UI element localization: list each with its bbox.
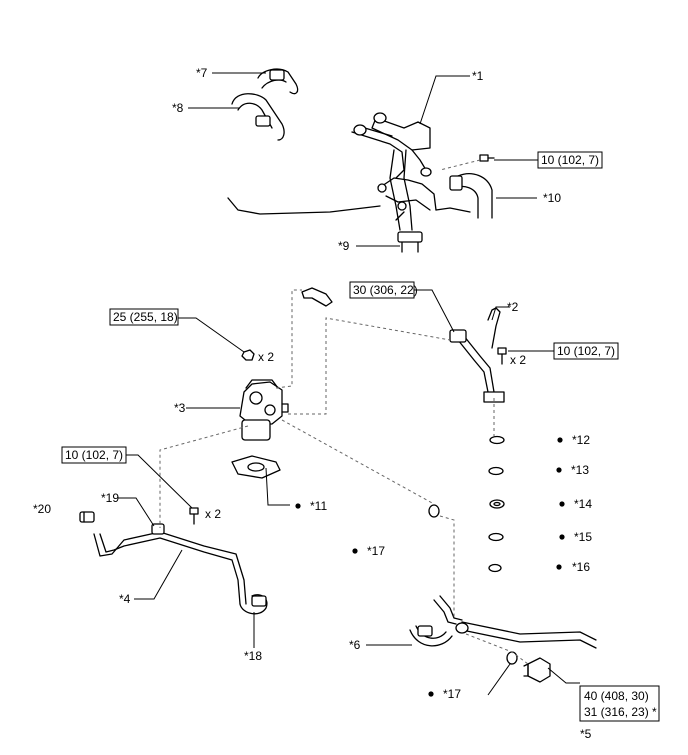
callout-part-13: *13: [571, 463, 589, 477]
callout-part-17-lower: *17: [443, 687, 461, 701]
pipe-part-2: [449, 307, 505, 403]
clamp-part-20: [79, 511, 95, 523]
gasket-part-14: [489, 499, 505, 509]
qty-bolt-pipe-4: x 2: [205, 507, 221, 521]
gasket-part-11: [231, 455, 281, 479]
callout-part-7: *7: [196, 66, 208, 80]
egr-valve-part-3: [239, 379, 289, 441]
gasket-part-17-lower: [506, 651, 518, 665]
pipe-part-6: [409, 595, 597, 649]
callout-part-11: *11: [310, 499, 327, 513]
svg-text:10 (102, 7): 10 (102, 7): [557, 344, 615, 358]
callout-part-12: *12: [572, 433, 590, 447]
callout-part-18: *18: [244, 649, 262, 663]
callout-part-6: *6: [349, 638, 361, 652]
callout-part-5: *5: [580, 727, 592, 741]
gasket-part-15: [488, 532, 504, 542]
hose-part-9: [397, 231, 423, 253]
callout-part-17-upper: *17: [367, 544, 385, 558]
svg-text:31 (316, 23) *: 31 (316, 23) *: [584, 705, 657, 719]
callout-part-10: *10: [543, 191, 561, 205]
callout-part-8: *8: [172, 101, 184, 115]
assembly-lines: [159, 159, 529, 665]
leader-lines: [118, 72, 580, 696]
callout-part-1: *1: [472, 69, 484, 83]
svg-text:40 (408, 30): 40 (408, 30): [584, 689, 649, 703]
gasket-part-16: [488, 563, 502, 573]
qty-nut: x 2: [258, 350, 274, 364]
callout-part-19: *19: [101, 491, 119, 505]
pipe-part-4: [93, 523, 268, 615]
callout-part-4: *4: [119, 592, 131, 606]
qty-bolt-pipe-2: x 2: [510, 353, 526, 367]
non-reusable-markers: [295, 437, 565, 697]
torque-spec-3: 25 (255, 18): [109, 308, 179, 326]
svg-text:25 (255, 18): 25 (255, 18): [113, 310, 178, 324]
water-outlet-pipe-part-1: [227, 112, 471, 231]
bolt-pipe: [497, 347, 507, 365]
gasket-part-13: [488, 466, 504, 476]
gasket-part-12: [489, 435, 505, 445]
torque-spec-5: 10 (102, 7): [61, 446, 127, 464]
torque-spec-6: 40 (408, 30) 31 (316, 23) *: [579, 685, 660, 722]
torque-spec-4: 10 (102, 7): [553, 342, 619, 360]
connector: [301, 287, 333, 307]
callout-part-3: *3: [174, 401, 186, 415]
callout-part-2: *2: [507, 300, 519, 314]
callout-part-15: *15: [574, 530, 592, 544]
hose-part-10: [449, 173, 493, 219]
svg-text:10 (102, 7): 10 (102, 7): [65, 448, 123, 462]
bolt-upper: [479, 154, 495, 162]
nut-valve: [241, 349, 255, 361]
svg-text:30 (306, 22): 30 (306, 22): [353, 283, 418, 297]
union-nut-part-5: [523, 657, 551, 683]
callout-part-20: *20: [33, 502, 51, 516]
gasket-part-17-upper: [428, 504, 440, 518]
torque-spec-1: 10 (102, 7): [537, 151, 603, 169]
hose-part-7: [257, 68, 299, 95]
torque-spec-2: 30 (306, 22): [349, 281, 418, 299]
callout-part-14: *14: [574, 497, 592, 511]
callout-part-9: *9: [338, 239, 350, 253]
hose-part-8: [231, 93, 285, 141]
bolt-pipe-4: [189, 507, 199, 525]
svg-text:10 (102, 7): 10 (102, 7): [541, 153, 599, 167]
callout-part-16: *16: [572, 560, 590, 574]
